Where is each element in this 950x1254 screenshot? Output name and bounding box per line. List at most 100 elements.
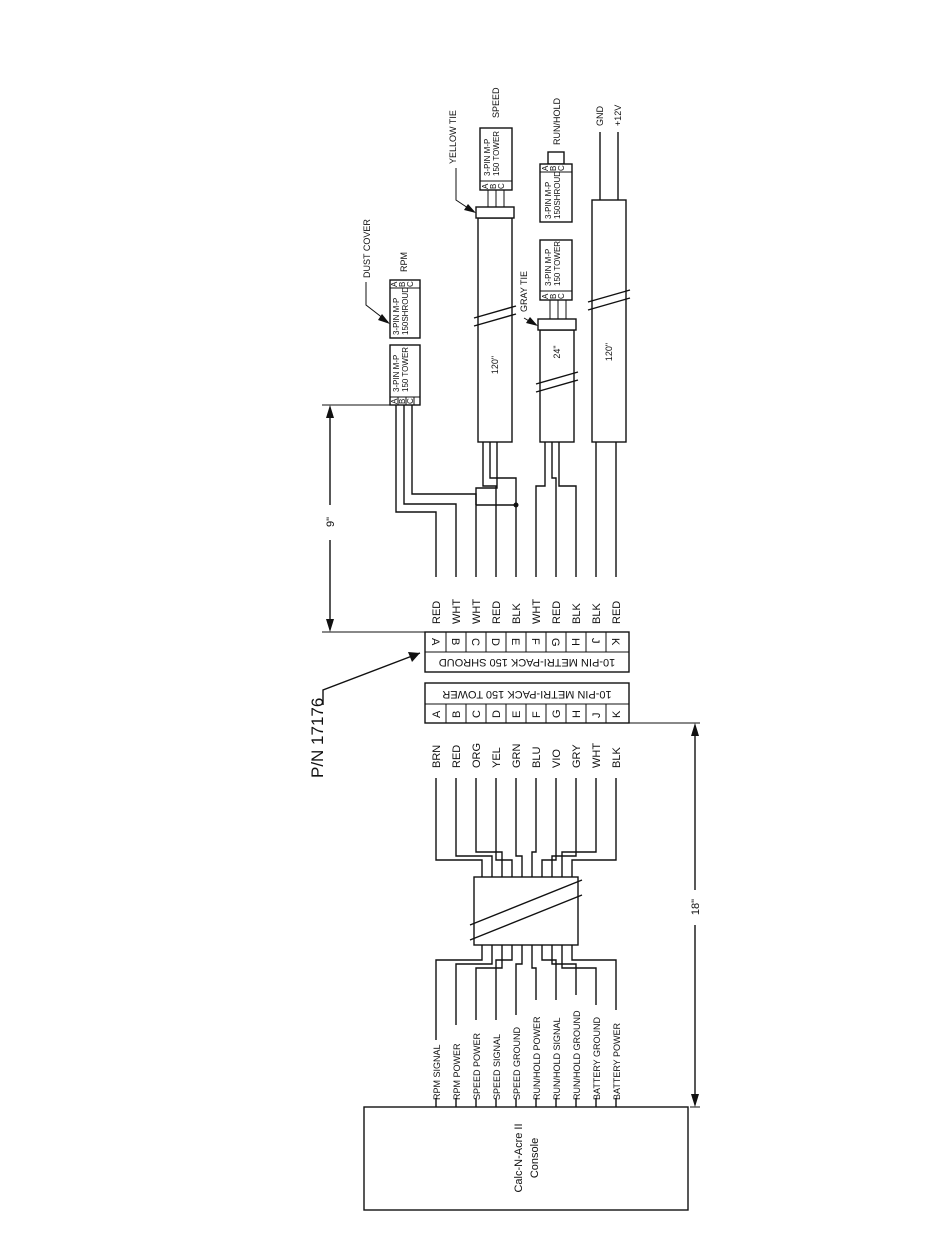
console-signal-label: BATTERY POWER (612, 1022, 622, 1100)
console-signal-label: RUN/HOLD GROUND (572, 1010, 582, 1100)
console-signal-label: SPEED GROUND (512, 1026, 522, 1100)
shroud-pin: K (609, 638, 621, 646)
run-hold-tower-line1: 3-PIN M-P (544, 249, 553, 286)
shroud-pin: B (449, 638, 461, 645)
shroud-pin: E (509, 638, 521, 645)
shroud-pin: C (469, 638, 481, 646)
shroud-wire-color: WHT (451, 599, 463, 624)
power-12v-label: +12V (613, 105, 623, 126)
shroud-wire-color: BLK (591, 603, 603, 624)
tower-wire-color: BLU (531, 747, 543, 768)
tower-wire-color: VIO (551, 749, 563, 768)
run-hold-label: RUN/HOLD (552, 97, 562, 145)
run-hold-shroud-line2: 150SHROUD (553, 171, 562, 219)
shroud-wire-color: BLK (571, 603, 583, 624)
rpm-tower-line1: 3-PIN M-P (392, 355, 401, 392)
rpm-shroud-pin-c: C (406, 281, 415, 287)
console-harness-bundle (469, 876, 583, 946)
rpm-shroud-line1: 3-PIN M-P (392, 298, 401, 335)
run-hold-shroud-line1: 3-PIN M-P (544, 182, 553, 219)
console-label-1: Calc-N-Acre II (513, 1123, 525, 1192)
tower-pin: E (511, 711, 523, 718)
tower-wire-color: ORG (471, 743, 483, 768)
shroud-pin: G (549, 638, 561, 647)
rpm-tower-connector: 3-PIN M-P 150 TOWER A B C (389, 344, 421, 406)
tower-wire-color: YEL (491, 747, 503, 768)
speed-pin-a: A (481, 183, 490, 189)
yellow-tie-leader (455, 168, 475, 213)
tower-pin: G (551, 709, 563, 718)
speed-connector-line1: 3-PIN M-P (483, 139, 492, 176)
run-hold-cable: 24" (535, 300, 579, 443)
tower-wire-color: WHT (591, 743, 603, 768)
dimension-9-label: 9" (325, 517, 337, 527)
speed-cable-length: 120" (490, 356, 500, 374)
tower-wire-color: RED (451, 745, 463, 768)
console-signal-label: RUN/HOLD POWER (532, 1016, 542, 1100)
tower-pin: B (451, 711, 463, 718)
run-hold-shroud-connector: 3-PIN M-P 150SHROUD A B C (539, 151, 573, 223)
yellow-tie-label: YELLOW TIE (448, 110, 458, 164)
dimension-18-label: 18" (690, 899, 702, 915)
tower-pin: K (611, 710, 623, 718)
console-signal-label: RPM POWER (452, 1043, 462, 1100)
rpm-shroud-pin-a: A (390, 281, 399, 287)
shroud-pin: D (489, 638, 501, 646)
speed-connector: 3-PIN M-P 150 TOWER A B C (479, 127, 513, 191)
shroud-wire-colors: RED WHT WHT RED BLK WHT RED BLK BLK RED (431, 599, 623, 624)
tower-pin: J (591, 713, 603, 719)
rpm-shroud-pin-b: B (398, 282, 407, 287)
console-signal-label: RPM SIGNAL (432, 1044, 442, 1100)
run-hold-shroud-pin-c: C (557, 165, 566, 171)
shroud-wire-color: RED (611, 601, 623, 624)
rpm-tower-pin-c: C (406, 398, 415, 404)
run-hold-tower-pin-b: B (549, 294, 558, 299)
rpm-label: RPM (399, 252, 409, 272)
console-box (363, 1106, 689, 1211)
shroud-wire-color: WHT (471, 599, 483, 624)
run-hold-tower-pin-a: A (541, 293, 550, 299)
shroud-wire-color: WHT (531, 599, 543, 624)
shroud-wire-color: RED (431, 601, 443, 624)
speed-label: SPEED (491, 87, 501, 118)
console-wires (435, 1098, 617, 1107)
run-hold-tower-line2: 150 TOWER (553, 241, 562, 286)
shroud-pin: H (569, 638, 581, 646)
console-label-2: Console (529, 1138, 541, 1178)
tower-pin: D (491, 710, 503, 718)
shroud-wire-color: RED (491, 601, 503, 624)
speed-pin-c: C (497, 183, 506, 189)
rpm-tower-line2: 150 TOWER (401, 347, 410, 392)
rpm-shroud-line2: 150SHROUD (401, 287, 410, 335)
tower-connector: 10-PIN METRI-PACK 150 TOWER (424, 682, 630, 724)
dimension-18: 18" (629, 722, 702, 1108)
shroud-pin: J (589, 638, 601, 644)
dust-cover-label: DUST COVER (362, 219, 372, 278)
shroud-connector: 10-PIN METRI-PACK 150 SHROUD (424, 631, 630, 673)
tower-connector-label: 10-PIN METRI-PACK 150 TOWER (442, 688, 611, 700)
tower-wire-color: BRN (431, 745, 443, 768)
speed-connector-line2: 150 TOWER (492, 131, 501, 176)
tower-wire-color: GRY (571, 744, 583, 768)
tower-wire-color: BLK (611, 747, 623, 768)
shroud-wire-color: BLK (511, 603, 523, 624)
tower-pin: C (471, 710, 483, 718)
dust-cover-leader (365, 282, 389, 323)
tower-pin: A (431, 710, 443, 718)
console-signal-label: RUN/HOLD SIGNAL (552, 1017, 562, 1100)
console-signal-label: SPEED POWER (472, 1032, 482, 1100)
speed-pin-b: B (489, 184, 498, 189)
gray-tie-label: GRAY TIE (519, 271, 529, 312)
shroud-connector-label: 10-PIN METRI-PACK 150 SHROUD (439, 656, 616, 668)
shroud-pin: A (429, 638, 441, 646)
power-cable-length: 120" (604, 343, 614, 361)
tower-wire-color: GRN (511, 744, 523, 769)
shroud-wire-color: RED (551, 601, 563, 624)
power-cable: 120" (587, 132, 631, 443)
tower-wire-colors: BRN RED ORG YEL GRN BLU VIO GRY WHT BLK (431, 743, 623, 768)
tower-pin: F (531, 711, 543, 718)
tower-pin: H (571, 710, 583, 718)
